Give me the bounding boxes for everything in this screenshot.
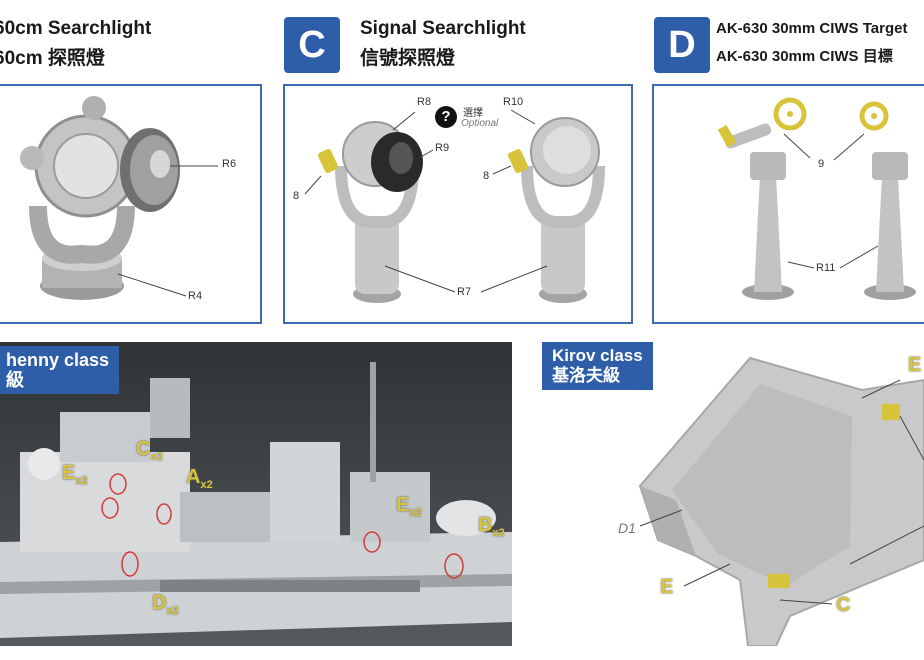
part-label-9: 9 <box>818 158 825 170</box>
kirov-part-diagram: D1 E E C <box>600 350 924 646</box>
signal-searchlight-panel: R8 R9 R10 R7 8 8 ? 選擇 Optional <box>283 84 633 324</box>
section-c-badge: C <box>284 17 340 73</box>
kirov-class-zh: 基洛夫級 <box>552 366 620 385</box>
kirov-class-en: Kirov class <box>552 346 643 365</box>
photo-callout-c: Cx2 <box>136 438 163 463</box>
section-d-badge: D <box>654 17 710 73</box>
ciws-title-en: AK-630 30mm CIWS Target <box>716 20 908 37</box>
ship-photo: henny class 級 Cx2 Ex2 Ax2 Ex2 Bx2 Dx2 <box>0 342 512 646</box>
part-label-r9: R9 <box>435 142 450 154</box>
searchlight-60cm-title-zh: 60cm 探照燈 <box>0 48 105 69</box>
photo-callout-b: Bx2 <box>478 514 505 539</box>
ship-photo-class-tag: henny class 級 <box>0 346 120 394</box>
optional-question-icon: ? <box>435 106 457 128</box>
signal-searchlight-title-en: Signal Searchlight <box>360 18 526 39</box>
optional-label-zh: 選擇 <box>463 108 483 119</box>
searchlight-60cm-illustration <box>20 96 218 300</box>
part-label-8-left: 8 <box>293 190 300 202</box>
photo-callout-d: Dx2 <box>152 592 179 617</box>
part-label-r10: R10 <box>503 96 524 108</box>
ciws-panel: 9 R11 <box>652 84 924 324</box>
part-label-r6: R6 <box>222 158 237 170</box>
kirov-class-tag: Kirov class 基洛夫級 <box>542 342 653 390</box>
photo-callout-e-left: Ex2 <box>62 462 88 487</box>
ciws-title-zh: AK-630 30mm CIWS 目標 <box>716 48 893 65</box>
part-label-r7: R7 <box>457 286 472 298</box>
ship-photo-class-zh: 級 <box>6 370 24 390</box>
kirov-callout-e-top: E <box>908 354 922 376</box>
part-label-r4: R4 <box>188 290 203 302</box>
part-label-r8: R8 <box>417 96 432 108</box>
optional-label-en: Optional <box>461 118 499 129</box>
searchlight-60cm-panel: R6 R4 <box>0 84 262 324</box>
kirov-callout-e-bottom: E <box>660 576 674 598</box>
kirov-callout-c: C <box>836 594 851 616</box>
part-label-d1: D1 <box>618 520 636 536</box>
part-label-r11: R11 <box>816 262 836 274</box>
searchlight-60cm-title-en: 60cm Searchlight <box>0 18 152 39</box>
part-label-8-right: 8 <box>483 170 490 182</box>
ciws-illustration <box>717 97 916 300</box>
signal-searchlight-title-zh: 信號探照燈 <box>360 48 456 69</box>
signal-searchlight-illustration <box>304 109 605 303</box>
photo-callout-a: Ax2 <box>186 466 213 491</box>
kirov-part-illustration <box>638 356 924 646</box>
photo-callout-e-right: Ex2 <box>396 494 422 519</box>
ship-photo-class-en: henny class <box>6 350 110 370</box>
